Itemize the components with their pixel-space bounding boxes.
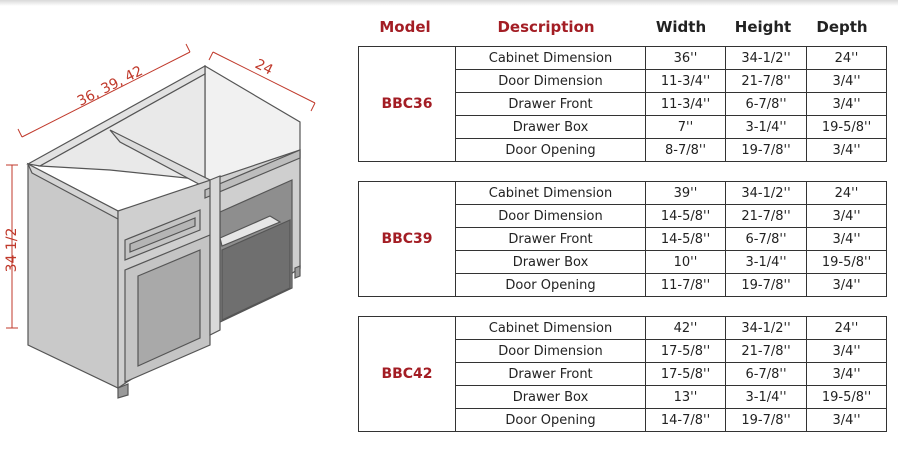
- top-shadow: [0, 0, 898, 6]
- height-cell: 21-7/8'': [725, 69, 807, 93]
- header-description: Description: [497, 18, 595, 36]
- depth-cell: 24'': [806, 46, 887, 70]
- description-cell: Door Dimension: [455, 339, 646, 363]
- width-cell: 7'': [645, 115, 726, 139]
- depth-cell: 19-5/8'': [806, 115, 887, 139]
- header-width: Width: [655, 18, 707, 36]
- model-cell: BBC42: [358, 316, 456, 432]
- height-cell: 3-1/4'': [725, 115, 807, 139]
- height-cell: 6-7/8'': [725, 227, 807, 251]
- width-cell: 11-3/4'': [645, 69, 726, 93]
- height-cell: 34-1/2'': [725, 316, 807, 340]
- header-height: Height: [734, 18, 792, 36]
- depth-dimension-label: 24: [252, 56, 275, 78]
- depth-cell: 3/4'': [806, 204, 887, 228]
- depth-cell: 3/4'': [806, 227, 887, 251]
- depth-cell: 3/4'': [806, 138, 887, 162]
- description-cell: Drawer Front: [455, 362, 646, 386]
- width-cell: 17-5/8'': [645, 362, 726, 386]
- header-model: Model: [379, 18, 431, 36]
- width-cell: 11-3/4'': [645, 92, 726, 116]
- height-cell: 19-7/8'': [725, 273, 807, 297]
- description-cell: Drawer Box: [455, 385, 646, 409]
- description-cell: Drawer Front: [455, 92, 646, 116]
- depth-cell: 24'': [806, 316, 887, 340]
- height-cell: 21-7/8'': [725, 204, 807, 228]
- height-cell: 3-1/4'': [725, 250, 807, 274]
- depth-cell: 3/4'': [806, 408, 887, 432]
- height-cell: 21-7/8'': [725, 339, 807, 363]
- width-cell: 36'': [645, 46, 726, 70]
- depth-cell: 19-5/8'': [806, 385, 887, 409]
- width-cell: 42'': [645, 316, 726, 340]
- height-cell: 6-7/8'': [725, 92, 807, 116]
- description-cell: Cabinet Dimension: [455, 181, 646, 205]
- width-cell: 10'': [645, 250, 726, 274]
- height-dimension-label: 34 1/2: [4, 228, 20, 273]
- model-cell: BBC36: [358, 46, 456, 162]
- description-cell: Drawer Front: [455, 227, 646, 251]
- header-depth: Depth: [816, 18, 868, 36]
- cabinet-body: [26, 64, 301, 399]
- model-cell: BBC39: [358, 181, 456, 297]
- width-cell: 11-7/8'': [645, 273, 726, 297]
- depth-cell: 24'': [806, 181, 887, 205]
- description-cell: Door Dimension: [455, 204, 646, 228]
- description-cell: Door Dimension: [455, 69, 646, 93]
- depth-cell: 3/4'': [806, 362, 887, 386]
- description-cell: Cabinet Dimension: [455, 316, 646, 340]
- depth-cell: 3/4'': [806, 69, 887, 93]
- height-cell: 3-1/4'': [725, 385, 807, 409]
- height-cell: 19-7/8'': [725, 138, 807, 162]
- width-cell: 14-7/8'': [645, 408, 726, 432]
- height-cell: 19-7/8'': [725, 408, 807, 432]
- description-cell: Cabinet Dimension: [455, 46, 646, 70]
- cabinet-drawing: 36, 39, 42 24 34 1/2: [4, 43, 316, 399]
- depth-cell: 3/4'': [806, 339, 887, 363]
- depth-cell: 19-5/8'': [806, 250, 887, 274]
- width-cell: 17-5/8'': [645, 339, 726, 363]
- description-cell: Drawer Box: [455, 250, 646, 274]
- description-cell: Door Opening: [455, 138, 646, 162]
- width-dimension-label: 36, 39, 42: [75, 63, 146, 110]
- dimension-lines: [6, 43, 316, 329]
- height-cell: 34-1/2'': [725, 181, 807, 205]
- width-cell: 14-5/8'': [645, 227, 726, 251]
- width-cell: 13'': [645, 385, 726, 409]
- width-cell: 14-5/8'': [645, 204, 726, 228]
- height-cell: 6-7/8'': [725, 362, 807, 386]
- width-cell: 39'': [645, 181, 726, 205]
- description-cell: Door Opening: [455, 408, 646, 432]
- height-cell: 34-1/2'': [725, 46, 807, 70]
- depth-cell: 3/4'': [806, 273, 887, 297]
- description-cell: Door Opening: [455, 273, 646, 297]
- width-cell: 8-7/8'': [645, 138, 726, 162]
- depth-cell: 3/4'': [806, 92, 887, 116]
- description-cell: Drawer Box: [455, 115, 646, 139]
